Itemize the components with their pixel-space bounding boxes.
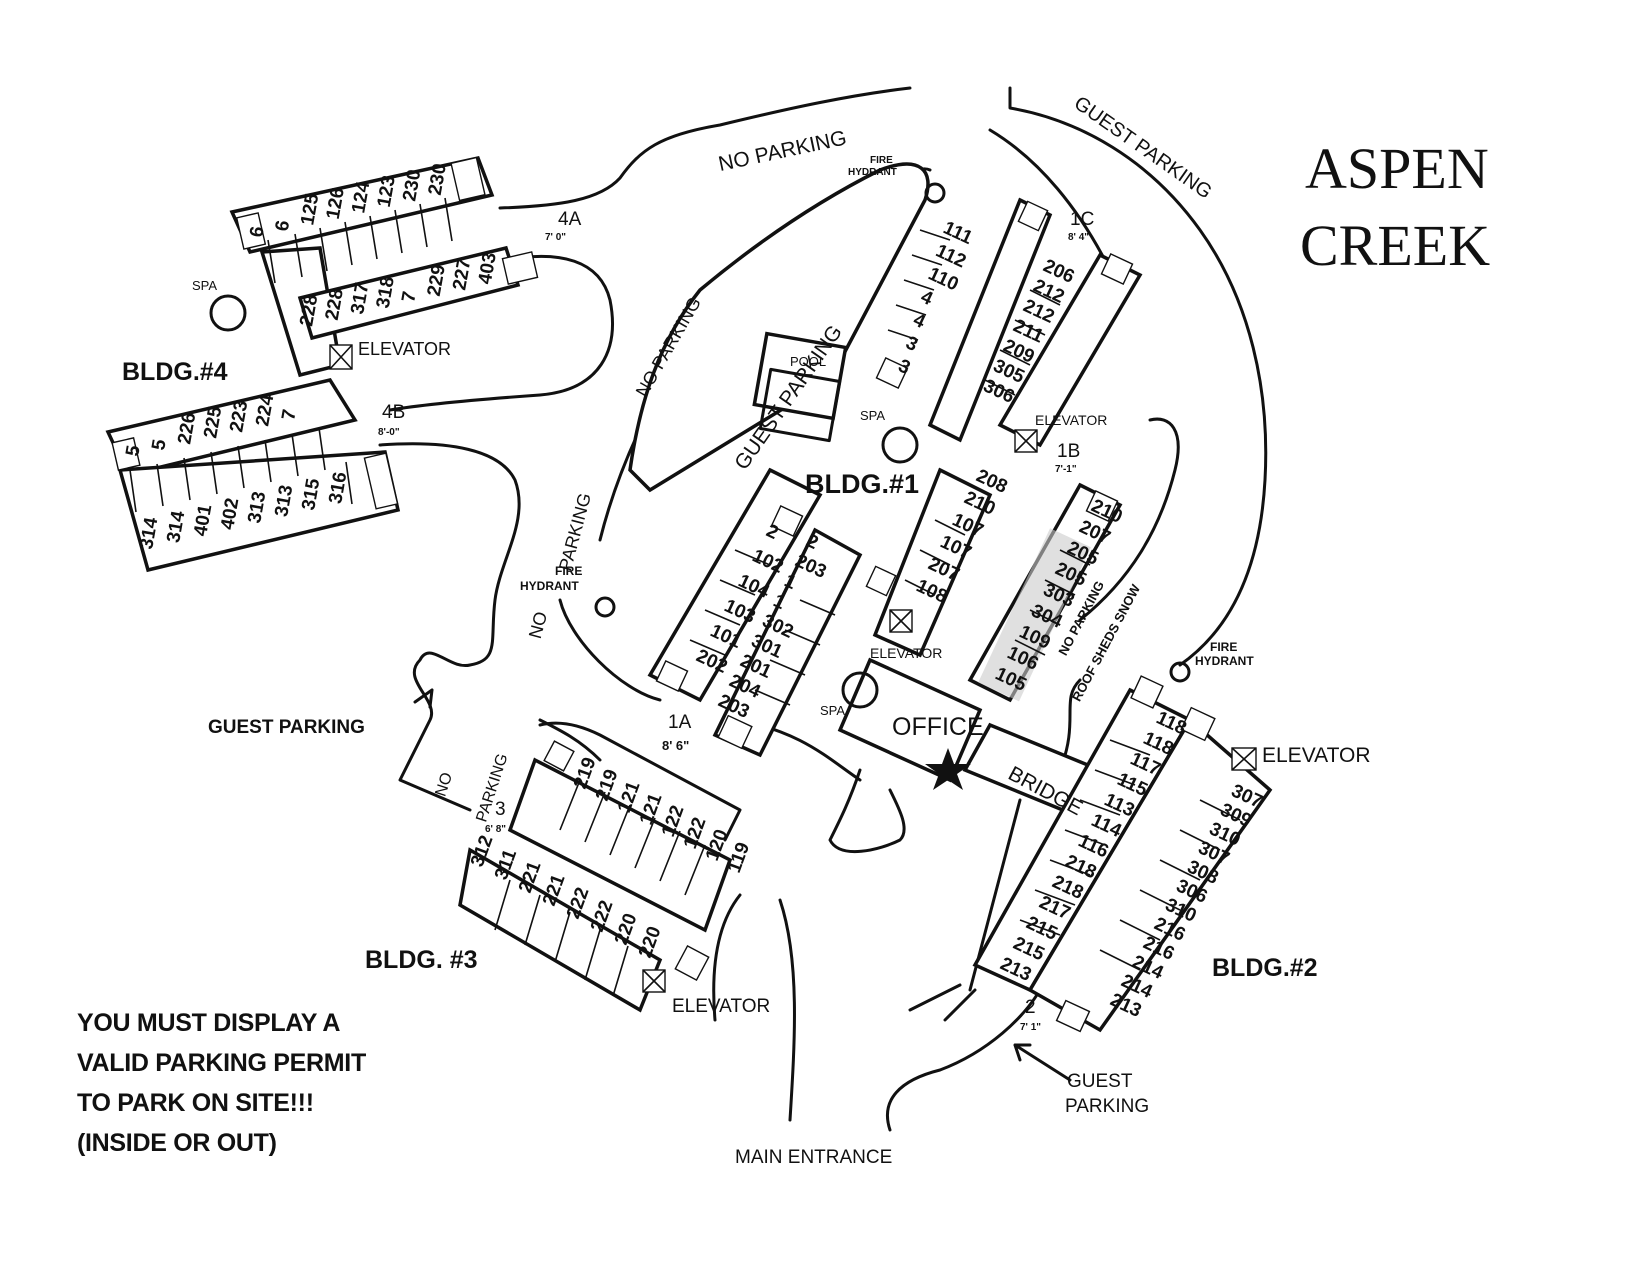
pool-rect: [758, 367, 842, 443]
no-parking-label-top: NO PARKING: [716, 126, 848, 176]
no-label-bldg3: NO: [433, 771, 457, 799]
elevator-label: ELEVATOR: [672, 996, 770, 1017]
clearance-1a: 1A: [668, 712, 692, 733]
hydrant-label: HYDRANT: [1195, 654, 1254, 668]
notice-line-4: (INSIDE OR OUT): [77, 1129, 277, 1157]
clearance-3-height: 6' 8": [485, 824, 506, 835]
unit-number: 5: [122, 443, 145, 457]
unit-number: 7: [398, 290, 421, 304]
unit-number: 222: [587, 898, 618, 935]
building-3: [458, 721, 742, 1013]
clearance-2: 2: [1025, 997, 1036, 1018]
clearance-4a: 4A: [558, 209, 582, 230]
unit-number: 6: [272, 219, 295, 233]
bldg2-label: BLDG.#2: [1212, 954, 1318, 982]
guest-parking-label-ne: GUEST PARKING: [1070, 92, 1216, 203]
hydrant-icon: [924, 182, 946, 204]
bldg3-label: BLDG. #3: [365, 946, 478, 974]
clearance-1b: 1B: [1057, 441, 1080, 462]
office-label: OFFICE: [892, 713, 984, 741]
clearance-1c-height: 8' 4": [1068, 232, 1089, 243]
spa-label: SPA: [192, 278, 217, 293]
clearance-1a-height: 8' 6": [662, 738, 689, 753]
building-4: [105, 155, 539, 573]
notice-line-1: YOU MUST DISPLAY A: [77, 1009, 341, 1037]
arrow-icon: [1013, 1043, 1072, 1082]
clearance-3: 3: [495, 799, 506, 820]
spa-circle-bldg4: [209, 294, 247, 332]
spa-circle-office: [841, 671, 879, 709]
clearance-1b-height: 7'-1": [1055, 464, 1077, 475]
hydrant-label: FIRE: [870, 155, 893, 166]
clearance-2-height: 7' 1": [1020, 1022, 1041, 1033]
pool-label: POOL: [790, 354, 826, 369]
hydrant-label: FIRE: [1210, 640, 1237, 654]
unit-number: 222: [563, 885, 594, 922]
parking-label-bldg3: PARKING: [473, 752, 511, 825]
parking-label-south: PARKING: [1065, 1096, 1149, 1117]
clearance-4a-height: 7' 0": [545, 232, 566, 243]
clearance-4b: 4B: [382, 402, 405, 423]
office-star-icon: [925, 748, 971, 790]
hydrant-icon: [1169, 661, 1191, 683]
elevator-label: ELEVATOR: [1035, 412, 1107, 428]
guest-parking-label-west: GUEST PARKING: [208, 717, 365, 738]
title-line1: ASPEN: [1305, 136, 1489, 201]
roof-sheds-snow-label: ROOF SHEDS SNOW: [1069, 581, 1144, 703]
unit-number: 220: [611, 911, 642, 948]
unit-number: 5: [148, 437, 171, 451]
arrow-icon: [413, 688, 434, 709]
notice-line-2: VALID PARKING PERMIT: [77, 1049, 366, 1077]
unit-number: 3: [895, 355, 913, 379]
clearance-1c: 1C: [1070, 209, 1094, 230]
clearance-4b-height: 8'-0": [378, 427, 400, 438]
unit-number: 4: [910, 309, 929, 333]
no-label-west: NO: [525, 609, 551, 640]
hydrant-label: HYDRANT: [520, 579, 579, 593]
hydrant-label: FIRE: [555, 564, 582, 578]
unit-number: 4: [917, 286, 936, 310]
unit-number: 7: [278, 408, 301, 422]
spa-label: SPA: [820, 703, 845, 718]
unit-number: 6: [246, 225, 269, 239]
title-line2: CREEK: [1300, 213, 1490, 278]
building-2: [972, 675, 1273, 1033]
no-parking-label-west: PARKING: [555, 491, 595, 573]
hydrant-label: HYDRANT: [848, 167, 897, 178]
bldg4-label: BLDG.#4: [122, 358, 228, 386]
elevator-label: ELEVATOR: [1262, 744, 1371, 767]
spa-circle-bldg1: [881, 426, 919, 464]
unit-number: 119: [724, 840, 754, 876]
main-entrance-label: MAIN ENTRANCE: [735, 1147, 892, 1168]
elevator-label: ELEVATOR: [358, 339, 451, 359]
parking-permit-notice: YOU MUST DISPLAY A VALID PARKING PERMIT …: [77, 1003, 497, 1163]
hydrant-icon: [594, 596, 616, 618]
elevator-label: ELEVATOR: [870, 645, 942, 661]
bldg1-label: BLDG.#1: [805, 469, 919, 499]
notice-line-3: TO PARK ON SITE!!!: [77, 1089, 314, 1117]
unit-number: 220: [635, 924, 666, 961]
guest-label-south: GUEST: [1067, 1071, 1133, 1092]
spa-label: SPA: [860, 408, 885, 423]
